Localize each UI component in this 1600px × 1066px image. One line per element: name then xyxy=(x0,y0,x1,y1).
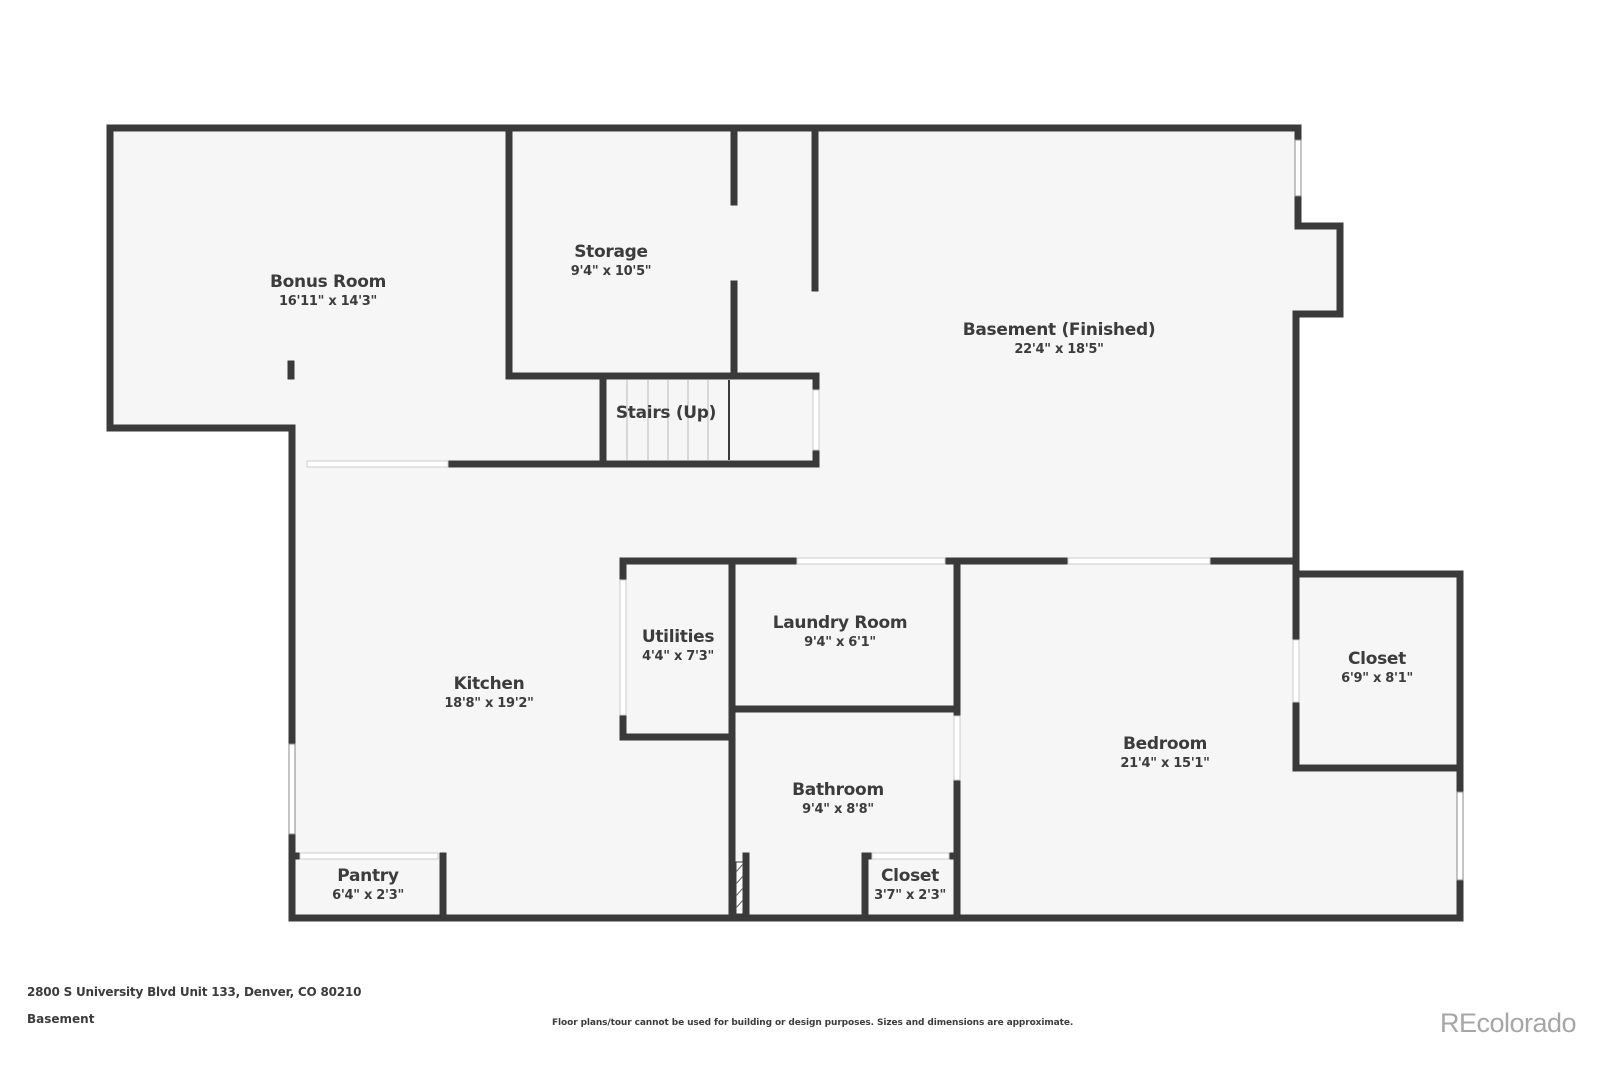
room-storage: Storage 9'4" x 10'5" xyxy=(571,242,652,281)
room-name: Closet xyxy=(1348,649,1406,669)
room-dimensions: 6'4" x 2'3" xyxy=(332,888,404,903)
room-closet-bedroom: Closet 6'9" x 8'1" xyxy=(1341,649,1413,688)
room-dimensions: 4'4" x 7'3" xyxy=(642,649,714,664)
room-stairs: Stairs (Up) xyxy=(615,403,717,424)
room-bedroom: Bedroom 21'4" x 15'1" xyxy=(1120,734,1210,773)
walls xyxy=(106,124,1464,922)
openings xyxy=(299,389,1300,860)
room-basement-finished: Basement (Finished) 22'4" x 18'5" xyxy=(963,320,1156,359)
stairs-treads xyxy=(626,380,709,460)
room-name: Bathroom xyxy=(792,780,884,800)
room-dimensions: 18'8" x 19'2" xyxy=(444,696,534,711)
disclaimer: Floor plans/tour cannot be used for buil… xyxy=(552,1018,1074,1028)
room-name: Laundry Room xyxy=(772,613,908,633)
room-dimensions: 9'4" x 10'5" xyxy=(570,264,652,279)
property-address: 2800 S University Blvd Unit 133, Denver,… xyxy=(27,985,362,999)
room-laundry: Laundry Room 9'4" x 6'1" xyxy=(773,613,908,652)
room-name: Kitchen xyxy=(453,674,525,694)
room-bathroom: Bathroom 9'4" x 8'8" xyxy=(792,780,884,819)
room-bonus-room: Bonus Room 16'11" x 14'3" xyxy=(270,272,386,311)
room-name: Utilities xyxy=(641,627,715,647)
room-name: Bonus Room xyxy=(269,272,387,292)
room-name: Pantry xyxy=(337,866,399,886)
room-name: Closet xyxy=(881,866,939,886)
room-utilities: Utilities 4'4" x 7'3" xyxy=(641,627,715,666)
room-name: Stairs (Up) xyxy=(615,403,717,423)
room-closet-bathroom: Closet 3'7" x 2'3" xyxy=(874,866,946,905)
room-dimensions: 6'9" x 8'1" xyxy=(1341,671,1413,686)
room-dimensions: 9'4" x 8'8" xyxy=(802,802,874,817)
floor-name: Basement xyxy=(27,1012,95,1026)
room-name: Bedroom xyxy=(1122,734,1208,754)
windows xyxy=(288,139,1464,881)
room-kitchen: Kitchen 18'8" x 19'2" xyxy=(444,674,534,713)
room-dimensions: 3'7" x 2'3" xyxy=(874,888,946,903)
room-dimensions: 21'4" x 15'1" xyxy=(1120,756,1210,771)
room-pantry: Pantry 6'4" x 2'3" xyxy=(332,866,404,905)
room-name: Basement (Finished) xyxy=(962,320,1156,340)
brand-logo: REcolorado xyxy=(1440,1008,1577,1038)
room-dimensions: 9'4" x 6'1" xyxy=(804,635,876,650)
room-name: Storage xyxy=(574,242,648,262)
room-dimensions: 22'4" x 18'5" xyxy=(1014,342,1104,357)
room-dimensions: 16'11" x 14'3" xyxy=(278,294,378,309)
hatch-lines xyxy=(735,863,744,909)
floor-fill xyxy=(110,128,1460,918)
